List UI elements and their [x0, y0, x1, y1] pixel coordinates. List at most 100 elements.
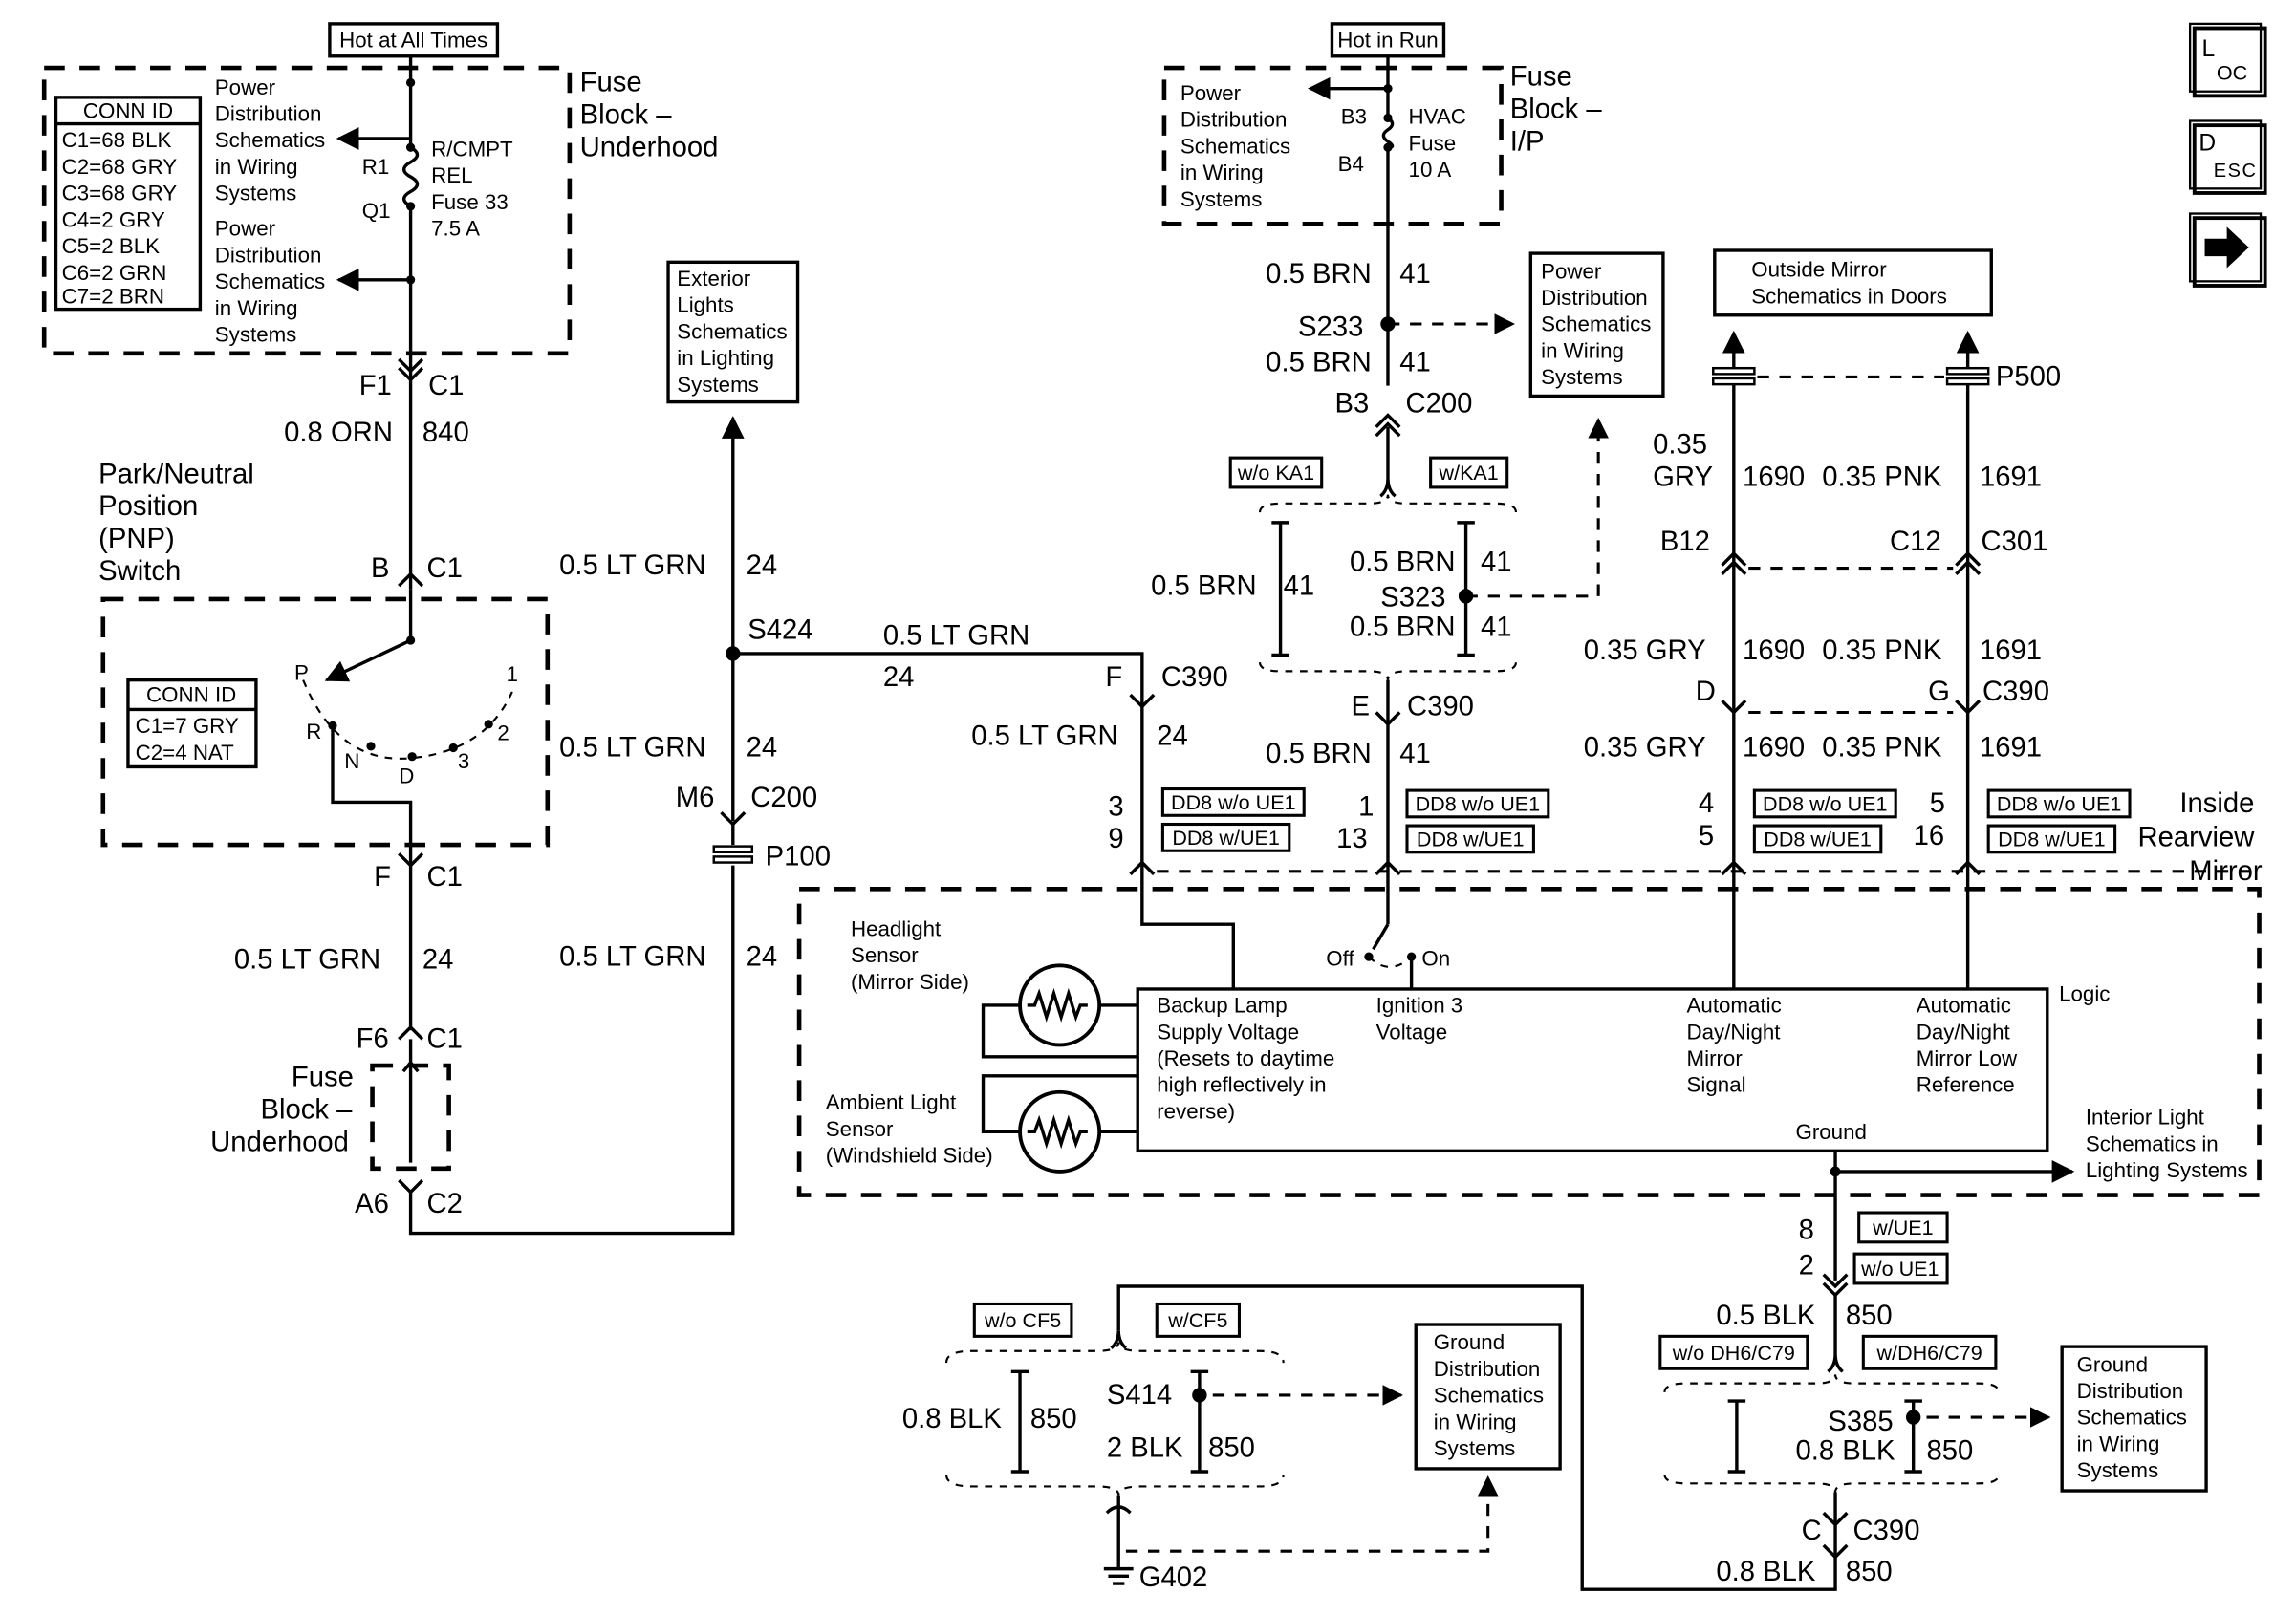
hvac-fuse-symbol [1381, 117, 1395, 149]
connector-c1-b [398, 571, 424, 588]
splice-label-s323: S323 [1380, 583, 1445, 614]
pnp-output-wire [331, 725, 413, 866]
dd8-w-ue1-label: DD8 w/UE1 [1172, 826, 1280, 850]
desc-icon-sub: ESC [2214, 161, 2258, 182]
circuit-label: 41 [1399, 259, 1431, 290]
conn-id-list: C1=68 BLK C2=68 GRY C3=68 GRY C4=2 GRY C… [62, 128, 178, 308]
pin-e: E [1351, 692, 1370, 722]
conn-c390: C390 [1407, 692, 1474, 722]
ground-distribution-ref-box-left[interactable] [1414, 1323, 1562, 1471]
pin-f1: F1 [359, 371, 392, 401]
ground-distribution-ref-left[interactable]: Ground Distribution Schematics in Wiring… [1434, 1330, 1550, 1460]
interior-light-ref[interactable]: Interior Light Schematics in Lighting Sy… [2086, 1106, 2248, 1182]
connector-c390-e [1375, 711, 1401, 727]
wire-label: 0.35 PNK [1822, 733, 1942, 764]
power-distribution-ref-box-2[interactable] [1528, 251, 1665, 398]
power-distribution-ref-2[interactable]: Power Distribution Schematics in Wiring … [1541, 259, 1657, 389]
ground-distribution-ref-box-right[interactable] [2060, 1345, 2208, 1493]
position-r: R [306, 720, 321, 743]
loc-button[interactable]: L OC [2188, 22, 2267, 98]
loc-icon-sub: OC [2217, 60, 2247, 84]
pin-4: 4 [1699, 788, 1714, 819]
splice-label-s385: S385 [1828, 1407, 1893, 1437]
wire-label: 0.35 [1653, 430, 1707, 461]
fuse-block-underhood-boundary [41, 65, 573, 356]
pin-3: 3 [1108, 791, 1123, 822]
outside-mirror-circuits: Outside Mirror Schematics in Doors P500 … [1157, 248, 2262, 989]
ground-return-wire [1116, 1284, 1837, 1591]
outside-mirror-ref-box[interactable] [1713, 248, 1993, 317]
circuit-label: 850 [1846, 1301, 1893, 1331]
pin-c: C [1802, 1516, 1822, 1546]
fuse-terminal [1383, 113, 1393, 123]
dd8-wo-ue1-label: DD8 w/o UE1 [1763, 792, 1888, 816]
conn-c1: C1 [428, 371, 464, 401]
splice-s385 [1905, 1410, 1921, 1425]
dd8-w-ue1-tag [1986, 824, 2117, 854]
option-brace-top [944, 1342, 1285, 1364]
wo-ue1-tag [1852, 1252, 1949, 1285]
pin-5: 5 [1699, 821, 1714, 851]
w-dh6-label: w/DH6/C79 [1876, 1341, 1982, 1365]
power-distribution-ref-top[interactable]: Power Distribution Schematics in Wiring … [215, 75, 332, 205]
inside-rearview-mirror: Inside Rearview Mirror Headlight Sensor … [796, 788, 2263, 1281]
circuit-label: 24 [747, 733, 778, 764]
conn-id-item: C3=68 GRY [62, 182, 178, 205]
dd8-w-ue1-label: DD8 w/UE1 [1764, 828, 1872, 851]
off-label: Off [1326, 946, 1354, 970]
wire-label: 0.5 LT GRN [971, 721, 1117, 751]
conn-id-item: C5=2 BLK [62, 234, 160, 258]
option-split [1110, 1330, 1128, 1349]
wire-label: 0.5 LT GRN [559, 733, 705, 764]
branch-ends [1010, 1369, 1209, 1474]
conn-id-item: C7=2 BRN [62, 284, 164, 308]
outside-mirror-ref[interactable]: Outside Mirror Schematics in Doors [1751, 258, 1947, 309]
connector-c200-b3 [1375, 421, 1401, 438]
position-d: D [399, 764, 414, 787]
exterior-lights-ref[interactable]: Exterior Lights Schematics in Lighting S… [677, 267, 793, 397]
conn-c390: C390 [1853, 1516, 1920, 1546]
conn-id-title: CONN ID [83, 98, 173, 122]
wire-label: 0.5 BRN [1350, 612, 1456, 642]
pnp-switch-boundary [100, 596, 551, 848]
ignition-voltage-label: Ignition 3 Voltage [1376, 994, 1469, 1044]
fuse-33-symbol [402, 145, 420, 208]
headlight-sensor-resistor [1027, 987, 1088, 1023]
fuse-terminal [405, 142, 416, 152]
wire-label: 0.35 PNK [1822, 462, 1942, 492]
wire-label: 0.8 BLK [902, 1404, 1003, 1434]
next-button[interactable] [2188, 212, 2267, 288]
splice-label-s233: S233 [1298, 312, 1363, 342]
ground-connector [1105, 1505, 1132, 1515]
power-distribution-ref-bottom[interactable]: Power Distribution Schematics in Wiring … [215, 217, 332, 347]
desc-button[interactable]: D ESC [2188, 119, 2267, 195]
pnp-conn-id-title: CONN ID [146, 683, 236, 707]
ground-distribution-ref-right[interactable]: Ground Distribution Schematics in Wiring… [2077, 1352, 2194, 1482]
wire-label: 0.5 BRN [1266, 739, 1372, 769]
g402-dashed-link [1125, 1475, 1499, 1553]
loc-icon: L [2201, 36, 2215, 62]
ambient-sensor-resistor [1027, 1114, 1088, 1150]
pin-2: 2 [1799, 1251, 1814, 1281]
ambient-sensor-label: Ambient Light Sensor (Windshield Side) [826, 1090, 993, 1167]
w-ka1-tag [1429, 456, 1509, 489]
fuse-block-ip: Hot in Run Fuse Block – I/P Power Distri… [1151, 22, 1665, 989]
exterior-lights-ref-box[interactable] [666, 260, 800, 404]
option-brace-top [1663, 1374, 2001, 1393]
conn-p500: P500 [1996, 362, 2061, 393]
pin-5: 5 [1930, 788, 1945, 819]
dd8-w-ue1-label: DD8 w/UE1 [1998, 828, 2106, 851]
fuse-block-underhood: Hot at All Times Fuse Block – Underhood … [41, 22, 718, 380]
wo-ue1-label: w/o UE1 [1860, 1257, 1939, 1281]
fuse-block-ip-title: Fuse Block – I/P [1510, 62, 1610, 158]
pnp-conn-id-item: C2=4 NAT [136, 741, 235, 764]
circuit-label: 850 [1030, 1404, 1077, 1434]
wire-label: 0.5 BRN [1266, 347, 1372, 377]
wire-label: GRY [1653, 462, 1713, 492]
dd8-wo-ue1-label: DD8 w/o UE1 [1997, 792, 2122, 816]
wire-label-ltgrn: 0.5 LT GRN [234, 944, 380, 975]
conn-id-item: C2=68 GRY [62, 155, 178, 179]
wo-ka1-label: w/o KA1 [1237, 461, 1314, 484]
power-distribution-ref-ip[interactable]: Power Distribution Schematics in Wiring … [1180, 81, 1297, 211]
pin-16: 16 [1914, 821, 1945, 851]
